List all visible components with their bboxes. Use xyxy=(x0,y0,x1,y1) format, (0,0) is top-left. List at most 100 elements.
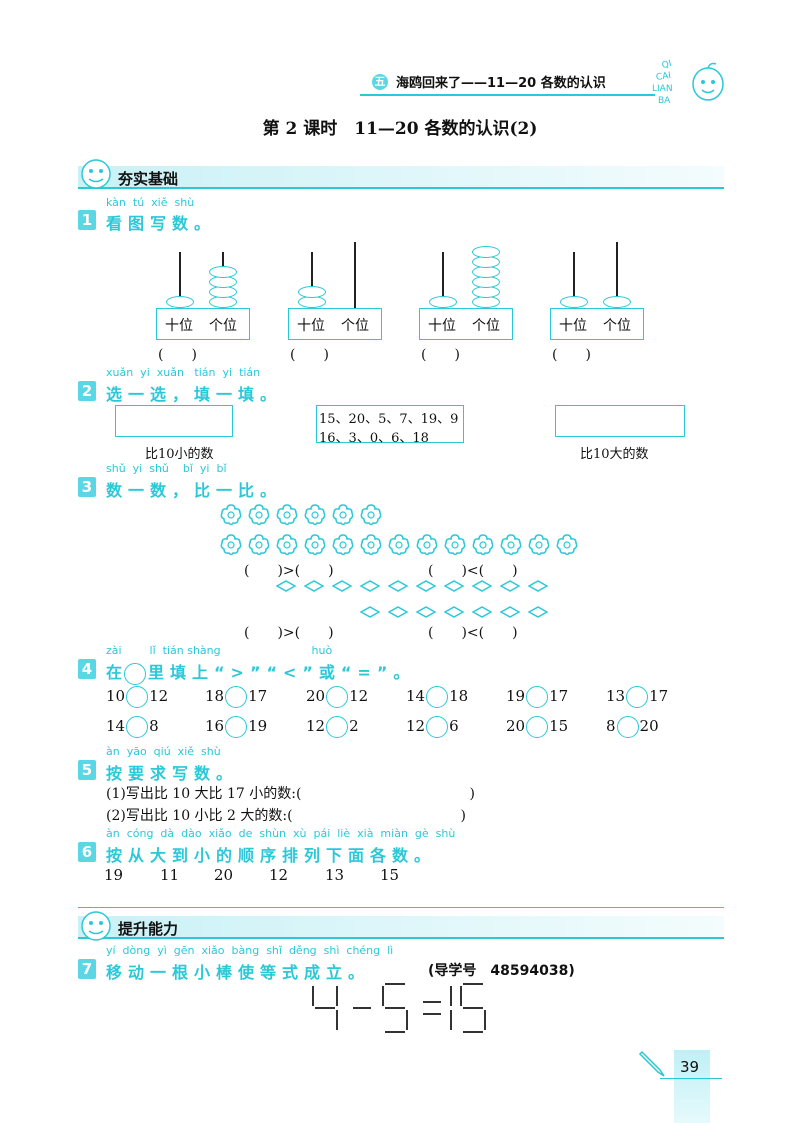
mascot-icon xyxy=(81,159,111,189)
ones-label: 个位 xyxy=(472,318,500,334)
answer-box-greater[interactable] xyxy=(555,405,685,437)
answer-circle[interactable] xyxy=(616,716,639,738)
compare-diamonds-lt[interactable]: ( )<( ) xyxy=(428,625,518,641)
diamond-icon xyxy=(528,606,548,618)
answer-circle[interactable] xyxy=(626,686,649,708)
diamond-icon xyxy=(416,606,436,618)
bead xyxy=(298,286,326,298)
number-item: 12 xyxy=(269,866,289,884)
flower-icon xyxy=(472,534,494,555)
answer-circle[interactable] xyxy=(326,686,349,708)
diamond-icon xyxy=(500,606,520,618)
flower-icon xyxy=(360,534,382,555)
section-header-bg xyxy=(78,916,724,938)
left-operand: 16 xyxy=(205,717,225,735)
number-item: 19 xyxy=(104,866,124,884)
diamond-icon xyxy=(360,580,380,592)
left-operand: 13 xyxy=(606,687,626,705)
answer-blank[interactable]: ( ) xyxy=(290,347,329,363)
number-item: 11 xyxy=(160,866,180,884)
flower-icon xyxy=(304,534,326,555)
flower-icon xyxy=(248,534,270,555)
answer-blank[interactable]: ( ) xyxy=(421,347,460,363)
bead xyxy=(603,296,631,308)
page-number-rule xyxy=(660,1078,722,1079)
answer-circle[interactable] xyxy=(225,716,248,738)
left-operand: 12 xyxy=(406,717,426,735)
compare-flowers-gt[interactable]: ( )>( ) xyxy=(244,563,334,579)
matchstick-equation xyxy=(312,983,486,1033)
number-source-box: 15、20、5、7、19、9 16、3、0、6、18 xyxy=(316,405,464,446)
ones-label: 个位 xyxy=(603,318,631,334)
numbers-line-2: 16、3、0、6、18 xyxy=(319,431,429,446)
ones-label: 个位 xyxy=(209,318,237,334)
answer-circle[interactable] xyxy=(225,686,248,708)
header-rule xyxy=(360,94,655,96)
bead xyxy=(472,246,500,258)
right-operand: 20 xyxy=(639,717,659,735)
section-header-rule xyxy=(78,937,724,939)
answer-blank[interactable]: ( ) xyxy=(552,347,591,363)
flower-icon xyxy=(332,534,354,555)
ones-rod xyxy=(354,242,356,308)
right-operand: 18 xyxy=(449,687,469,705)
right-operand: 2 xyxy=(349,717,359,735)
bead xyxy=(166,296,194,308)
flower-icon xyxy=(556,534,578,555)
q7-pinyin: yí dòng yì gēn xiǎo bàng shǐ děng shì ch… xyxy=(106,944,394,957)
answer-circle[interactable] xyxy=(526,686,549,708)
mascot-icon xyxy=(81,911,111,941)
answer-box-less[interactable] xyxy=(115,405,233,437)
flower-icon xyxy=(500,534,522,555)
number-item: 15 xyxy=(380,866,400,884)
diamond-icon xyxy=(360,606,380,618)
q1-instruction: 看图写数。 xyxy=(106,214,217,233)
header-unit-badge: 五 xyxy=(372,74,388,90)
q5-line-1[interactable]: (1)写出比 10 大比 17 小的数:( ) xyxy=(106,786,475,802)
right-operand: 17 xyxy=(649,687,669,705)
bead xyxy=(429,296,457,308)
section-title: 夯实基础 xyxy=(118,170,179,188)
q5-number: 5 xyxy=(78,760,96,780)
answer-circle[interactable] xyxy=(526,716,549,738)
bead xyxy=(209,266,237,278)
answer-circle[interactable] xyxy=(426,686,449,708)
label-greater-than-10: 比10大的数 xyxy=(580,447,649,462)
right-operand: 19 xyxy=(248,717,268,735)
q5-instruction: 按要求写数。 xyxy=(106,764,239,783)
compare-flowers-lt[interactable]: ( )<( ) xyxy=(428,563,518,579)
tens-rod xyxy=(442,252,444,308)
tens-rod xyxy=(573,252,575,308)
tens-label: 十位 xyxy=(297,318,325,334)
compare-diamonds-gt[interactable]: ( )>( ) xyxy=(244,625,334,641)
flower-icon xyxy=(388,534,410,555)
numbers-line-1: 15、20、5、7、19、9 xyxy=(319,412,459,427)
page-number: 39 xyxy=(680,1058,700,1076)
flower-icon xyxy=(528,534,550,555)
diamond-icon xyxy=(472,606,492,618)
right-operand: 8 xyxy=(149,717,159,735)
answer-circle[interactable] xyxy=(326,716,349,738)
pencil-icon xyxy=(638,1050,665,1077)
right-operand: 12 xyxy=(149,687,169,705)
answer-blank[interactable]: ( ) xyxy=(158,347,197,363)
q7-instruction: 移动一根小棒使等式成立。 xyxy=(106,963,371,982)
circle-icon xyxy=(124,662,147,685)
apple-mascot-icon xyxy=(692,62,724,101)
q4-pinyin: zài lǐ tián shàng huò xyxy=(106,644,333,657)
abacus-base: 十位个位 xyxy=(419,308,513,340)
q5-line-2[interactable]: (2)写出比 10 小比 2 大的数:( ) xyxy=(106,808,466,824)
left-operand: 20 xyxy=(306,687,326,705)
answer-circle[interactable] xyxy=(426,716,449,738)
flower-icon xyxy=(248,504,270,525)
abacus-base: 十位个位 xyxy=(156,308,250,340)
answer-circle[interactable] xyxy=(126,716,149,738)
right-operand: 12 xyxy=(349,687,369,705)
flower-icon xyxy=(220,534,242,555)
answer-circle[interactable] xyxy=(126,686,149,708)
diamond-icon xyxy=(444,580,464,592)
q6-pinyin: àn cóng dà dào xiǎo de shùn xù pái liè x… xyxy=(106,827,456,840)
